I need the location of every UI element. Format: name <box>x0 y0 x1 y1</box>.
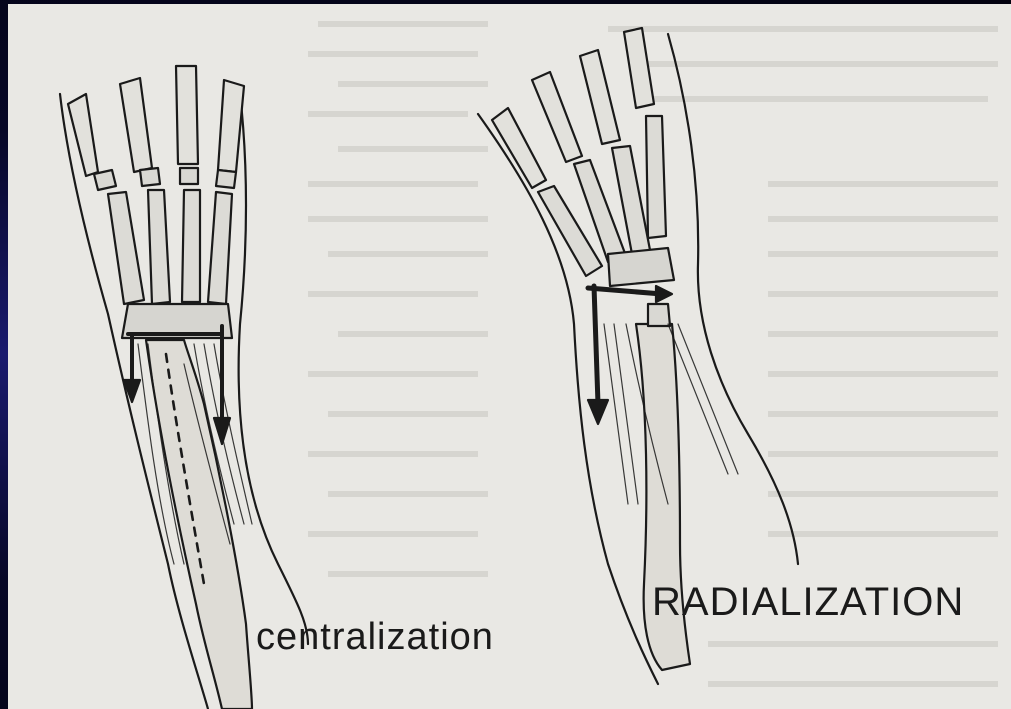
radialization-label: RADIALIZATION <box>652 580 964 625</box>
centralization-label: centralization <box>256 616 494 659</box>
scanned-figure: centralization RADIALIZATION <box>8 4 1011 709</box>
